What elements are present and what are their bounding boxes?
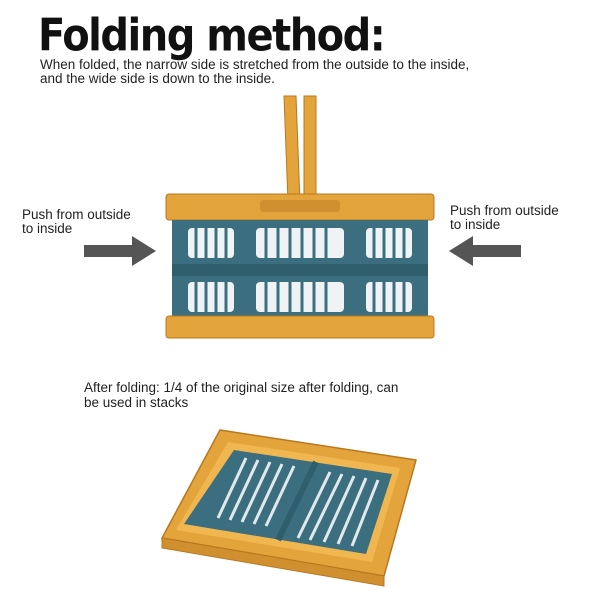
push-label-left: Push from outside to inside [22,208,131,236]
arrow-left-icon [449,236,521,266]
push-left-line-2: to inside [22,221,73,236]
page-title: Folding method: [38,10,386,62]
push-left-line-1: Push from outside [22,207,131,222]
push-label-right: Push from outside to inside [450,204,559,232]
after-folding-line-2: be used in stacks [84,395,189,410]
after-folding-text: After folding: 1/4 of the original size … [84,380,398,410]
push-right-line-1: Push from outside [450,203,559,218]
description-line-1: When folded, the narrow side is stretche… [40,57,470,72]
folded-basket-image [160,429,417,587]
folding-description: When folded, the narrow side is stretche… [40,58,469,86]
description-line-2: and the wide side is down to the inside. [40,71,275,86]
push-right-line-2: to inside [450,217,501,232]
arrow-right-icon [84,236,156,266]
open-basket-image [165,95,435,339]
after-folding-line-1: After folding: 1/4 of the original size … [84,380,399,395]
